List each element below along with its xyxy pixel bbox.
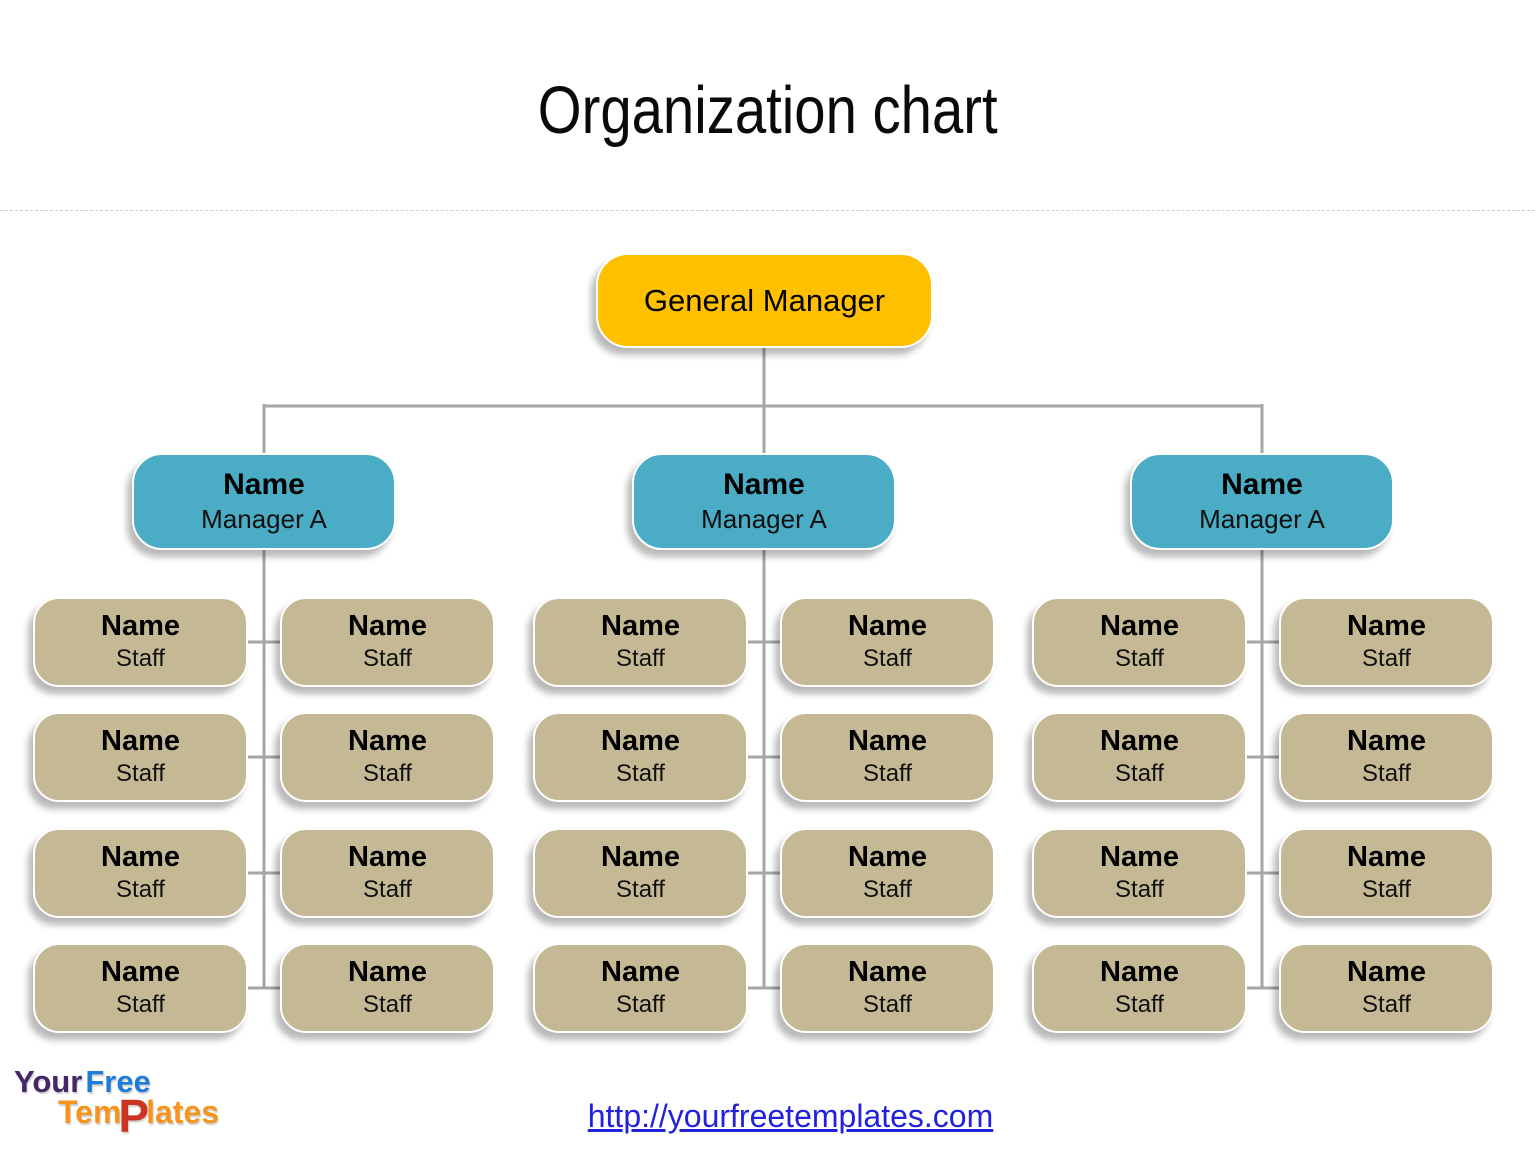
connector-group-1: [246, 550, 282, 990]
logo-word-tem: Tem: [58, 1094, 122, 1130]
staff-node: Name Staff: [533, 943, 748, 1033]
staff-name: Name: [101, 956, 180, 989]
manager-role: Manager A: [1199, 503, 1325, 534]
node-general-manager: General Manager: [596, 253, 933, 348]
page-title: Organization chart: [0, 72, 1535, 149]
staff-role: Staff: [616, 644, 665, 672]
staff-name: Name: [101, 610, 180, 643]
staff-name: Name: [601, 956, 680, 989]
staff-node: Name Staff: [280, 828, 495, 918]
staff-role: Staff: [363, 644, 412, 672]
staff-name: Name: [348, 610, 427, 643]
staff-role: Staff: [116, 759, 165, 787]
connector-group-3: [1245, 550, 1281, 990]
staff-node: Name Staff: [780, 597, 995, 687]
staff-role: Staff: [616, 759, 665, 787]
staff-role: Staff: [863, 990, 912, 1018]
staff-name: Name: [348, 956, 427, 989]
staff-node: Name Staff: [1032, 828, 1247, 918]
staff-node: Name Staff: [780, 943, 995, 1033]
staff-role: Staff: [863, 759, 912, 787]
manager-role: Manager A: [201, 503, 327, 534]
staff-node: Name Staff: [33, 712, 248, 802]
manager-node-2: Name Manager A: [632, 453, 896, 550]
staff-role: Staff: [1362, 875, 1411, 903]
manager-node-3: Name Manager A: [1130, 453, 1394, 550]
staff-name: Name: [848, 610, 927, 643]
staff-name: Name: [1347, 956, 1426, 989]
connector-group-2: [746, 550, 782, 990]
staff-node: Name Staff: [280, 597, 495, 687]
staff-role: Staff: [363, 759, 412, 787]
staff-node: Name Staff: [1279, 828, 1494, 918]
staff-name: Name: [348, 725, 427, 758]
staff-node: Name Staff: [1032, 943, 1247, 1033]
staff-role: Staff: [1115, 875, 1164, 903]
staff-role: Staff: [1362, 759, 1411, 787]
staff-node: Name Staff: [1032, 597, 1247, 687]
staff-role: Staff: [116, 644, 165, 672]
staff-role: Staff: [1115, 990, 1164, 1018]
staff-node: Name Staff: [1279, 597, 1494, 687]
manager-role: Manager A: [701, 503, 827, 534]
logo-word-free: Free: [85, 1064, 151, 1099]
connector-top: [262, 348, 1264, 453]
staff-role: Staff: [363, 875, 412, 903]
staff-name: Name: [601, 841, 680, 874]
logo-letter-p: P: [118, 1090, 150, 1142]
staff-node: Name Staff: [1032, 712, 1247, 802]
staff-name: Name: [848, 956, 927, 989]
staff-role: Staff: [863, 875, 912, 903]
staff-role: Staff: [616, 990, 665, 1018]
staff-role: Staff: [116, 990, 165, 1018]
staff-role: Staff: [363, 990, 412, 1018]
staff-name: Name: [1347, 841, 1426, 874]
manager-node-1: Name Manager A: [132, 453, 396, 550]
title-divider: [0, 210, 1535, 211]
staff-name: Name: [348, 841, 427, 874]
manager-name: Name: [223, 468, 305, 501]
page-title-text: Organization chart: [537, 73, 998, 148]
logo-yourfreetemplates: YourFree TemPlates: [14, 1066, 219, 1139]
staff-name: Name: [848, 841, 927, 874]
staff-node: Name Staff: [33, 943, 248, 1033]
staff-name: Name: [101, 725, 180, 758]
staff-node: Name Staff: [33, 597, 248, 687]
staff-name: Name: [848, 725, 927, 758]
staff-name: Name: [1347, 725, 1426, 758]
staff-name: Name: [1100, 610, 1179, 643]
staff-role: Staff: [116, 875, 165, 903]
staff-node: Name Staff: [533, 712, 748, 802]
staff-name: Name: [1100, 841, 1179, 874]
staff-name: Name: [1347, 610, 1426, 643]
staff-name: Name: [1100, 725, 1179, 758]
staff-node: Name Staff: [533, 597, 748, 687]
staff-role: Staff: [1115, 644, 1164, 672]
staff-role: Staff: [616, 875, 665, 903]
staff-node: Name Staff: [33, 828, 248, 918]
staff-node: Name Staff: [1279, 712, 1494, 802]
logo-word-your: Your: [14, 1064, 83, 1099]
staff-name: Name: [601, 725, 680, 758]
logo-line-1: YourFree: [14, 1066, 219, 1097]
staff-node: Name Staff: [280, 712, 495, 802]
staff-role: Staff: [1115, 759, 1164, 787]
footer-link[interactable]: http://yourfreetemplates.com: [587, 1098, 994, 1134]
staff-node: Name Staff: [1279, 943, 1494, 1033]
staff-name: Name: [1100, 956, 1179, 989]
staff-node: Name Staff: [780, 828, 995, 918]
staff-node: Name Staff: [533, 828, 748, 918]
staff-role: Staff: [863, 644, 912, 672]
manager-name: Name: [1221, 468, 1303, 501]
node-label: General Manager: [643, 282, 886, 318]
manager-name: Name: [723, 468, 805, 501]
staff-node: Name Staff: [780, 712, 995, 802]
logo-line-2: TemPlates: [58, 1093, 219, 1139]
staff-role: Staff: [1362, 644, 1411, 672]
staff-role: Staff: [1362, 990, 1411, 1018]
staff-name: Name: [101, 841, 180, 874]
staff-name: Name: [601, 610, 680, 643]
logo-word-lates: lates: [146, 1094, 220, 1130]
staff-node: Name Staff: [280, 943, 495, 1033]
